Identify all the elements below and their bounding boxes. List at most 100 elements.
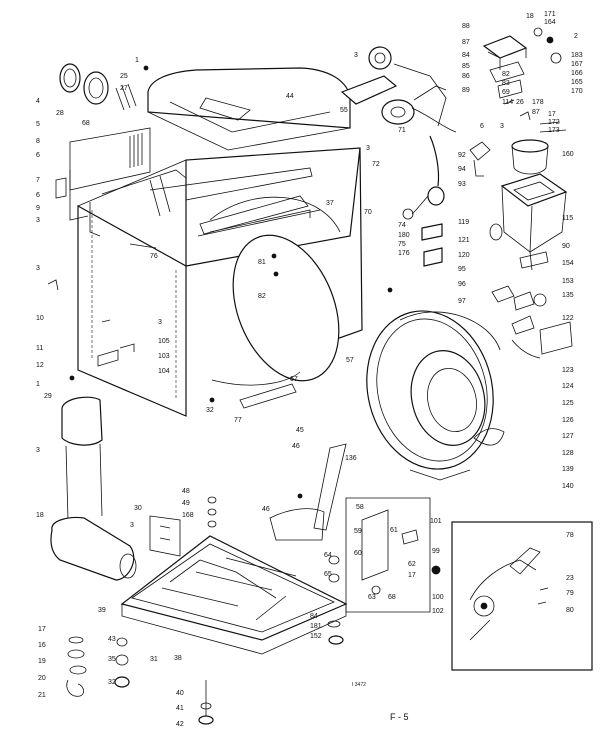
part-callout: 84 <box>462 52 470 59</box>
part-callout: 45 <box>296 427 304 434</box>
part-callout: 6 <box>480 123 484 130</box>
part-callout: 87 <box>532 109 540 116</box>
part-callout: 183 <box>571 52 583 59</box>
part-callout: 48 <box>182 488 190 495</box>
part-callout: 41 <box>176 705 184 712</box>
part-callout: 59 <box>354 528 362 535</box>
part-callout: 3 <box>36 217 40 224</box>
part-callout: 20 <box>38 675 46 682</box>
part-callout: 87 <box>462 39 470 46</box>
drum-support <box>149 167 313 260</box>
part-callout: 11 <box>36 345 43 352</box>
part-callout: 49 <box>182 500 190 507</box>
part-callout: 85 <box>462 63 470 70</box>
part-callout: 89 <box>462 87 470 94</box>
part-callout: 152 <box>310 633 322 640</box>
part-callout: 65 <box>324 571 332 578</box>
part-callout: 103 <box>158 353 170 360</box>
part-callout: 121 <box>458 237 470 244</box>
part-callout: 27 <box>120 85 128 92</box>
part-callout: 40 <box>176 690 184 697</box>
part-callout: 90 <box>562 243 570 250</box>
part-callout: 81 <box>258 259 266 266</box>
drum <box>197 195 341 386</box>
part-callout: 17 <box>38 626 46 633</box>
left-side-panel <box>55 127 151 221</box>
part-callout: 167 <box>571 61 583 68</box>
part-callout: 5 <box>36 121 40 128</box>
part-callout: 124 <box>562 383 574 390</box>
part-callout: 43 <box>108 636 116 643</box>
part-callout: 79 <box>566 590 574 597</box>
part-callout: 64 <box>324 552 332 559</box>
part-callout: 104 <box>158 368 170 375</box>
part-callout: 88 <box>462 23 470 30</box>
part-callout: 44 <box>286 93 294 100</box>
fasteners-left <box>47 243 393 403</box>
part-callout: 39 <box>98 607 106 614</box>
part-callout: 114 <box>502 99 513 106</box>
part-callout: 63 <box>368 594 376 601</box>
part-callout: 21 <box>38 692 46 699</box>
part-callout: 62 <box>408 561 416 568</box>
part-callout: 16 <box>38 642 46 649</box>
part-callout: 1 <box>36 381 40 388</box>
part-callout: 99 <box>432 548 440 555</box>
part-callout: 84 <box>310 613 318 620</box>
part-callout: 173 <box>548 127 560 134</box>
part-callout: 12 <box>36 362 44 369</box>
exhaust-duct <box>489 139 568 271</box>
part-callout: 17 <box>548 111 556 118</box>
part-callout: 80 <box>566 607 574 614</box>
part-callout: 181 <box>310 623 322 630</box>
part-callout: 102 <box>432 608 444 615</box>
thermostat-housing <box>482 27 567 133</box>
part-callout: 30 <box>134 505 142 512</box>
part-callout: 3 <box>500 123 504 130</box>
part-callout: 61 <box>390 527 398 534</box>
part-callout: 31 <box>150 656 158 663</box>
part-callout: 38 <box>174 655 182 662</box>
part-callout: 139 <box>562 466 574 473</box>
part-callout: 3 <box>366 145 370 152</box>
part-callout: 19 <box>38 658 46 665</box>
part-callout: 18 <box>36 512 44 519</box>
part-callout: 127 <box>562 433 574 440</box>
part-callout: 154 <box>562 260 574 267</box>
part-callout: 180 <box>398 232 410 239</box>
part-callout: 93 <box>458 181 466 188</box>
top-panel <box>147 67 351 151</box>
part-callout: 55 <box>340 107 348 114</box>
part-callout: 46 <box>292 443 300 450</box>
lint-duct <box>50 396 137 581</box>
part-callout: 160 <box>562 151 574 158</box>
drawing-number: I 3472 <box>352 682 366 688</box>
part-callout: 9 <box>36 205 40 212</box>
part-callout: 120 <box>458 252 470 259</box>
part-callout: 166 <box>571 70 583 77</box>
part-callout: 172 <box>548 119 560 126</box>
part-callout: 170 <box>571 88 583 95</box>
part-callout: 32 <box>206 407 214 414</box>
part-callout: 26 <box>516 99 524 106</box>
part-callout: 32 <box>108 679 116 686</box>
part-callout: 18 <box>526 13 534 20</box>
part-callout: 123 <box>562 367 574 374</box>
part-callout: 140 <box>562 483 574 490</box>
part-callout: 3 <box>354 52 358 59</box>
callout-labels: 8887848586893557137292949370741807517695… <box>36 11 583 728</box>
part-callout: 171 <box>544 11 556 18</box>
part-callout: 8 <box>36 138 40 145</box>
part-callout: 10 <box>36 315 44 322</box>
part-callout: 95 <box>458 266 466 273</box>
part-callout: 23 <box>566 575 574 582</box>
part-callout: 126 <box>562 417 574 424</box>
part-callout: 28 <box>56 110 64 117</box>
seal-rings <box>59 63 149 111</box>
part-callout: 68 <box>388 594 396 601</box>
part-callout: 71 <box>398 127 406 134</box>
part-callout: 69 <box>502 89 510 96</box>
part-callout: 164 <box>544 19 556 26</box>
inset-detail <box>451 521 593 671</box>
